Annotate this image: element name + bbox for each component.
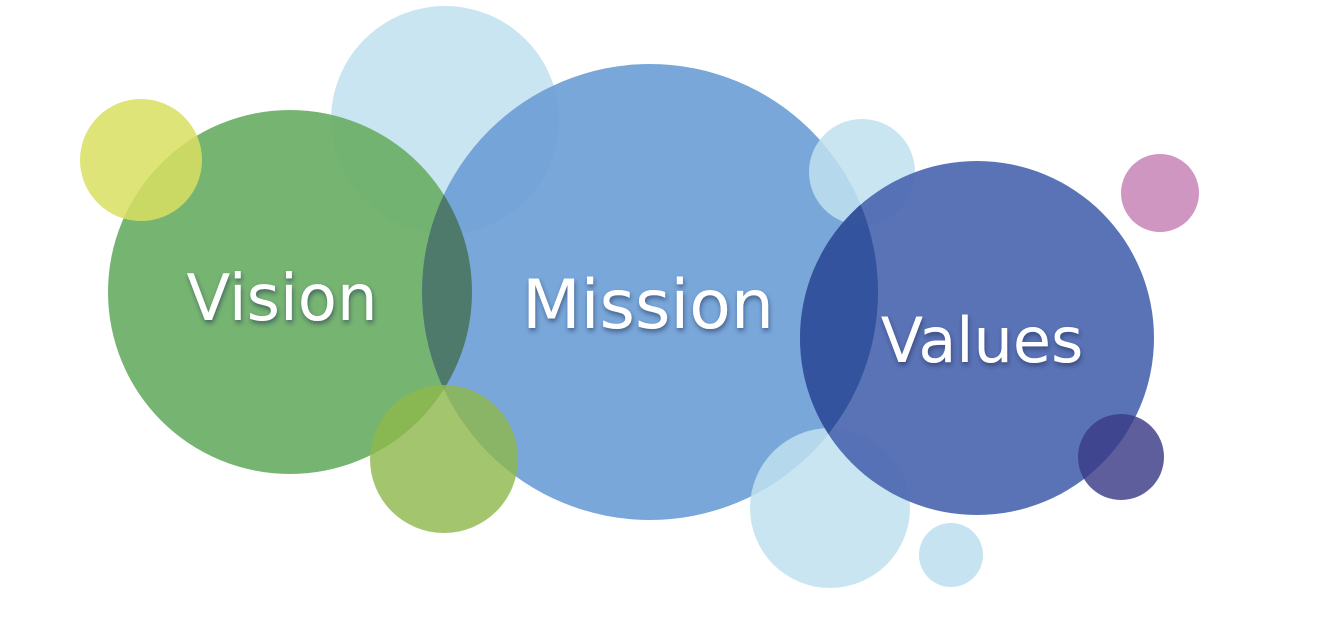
mission-label: Mission (522, 266, 774, 345)
values-circle (800, 161, 1154, 515)
vision-circle (108, 110, 472, 474)
bubble-dark-purple (1078, 414, 1164, 500)
mission-circle (422, 64, 878, 520)
values-label: Values (881, 304, 1084, 377)
bubble-light-blue-tiny (919, 523, 983, 587)
vision-label: Vision (187, 262, 378, 336)
bubble-pink (1121, 154, 1199, 232)
bubble-yellow-green (80, 99, 202, 221)
bubble-lime-green (370, 385, 518, 533)
